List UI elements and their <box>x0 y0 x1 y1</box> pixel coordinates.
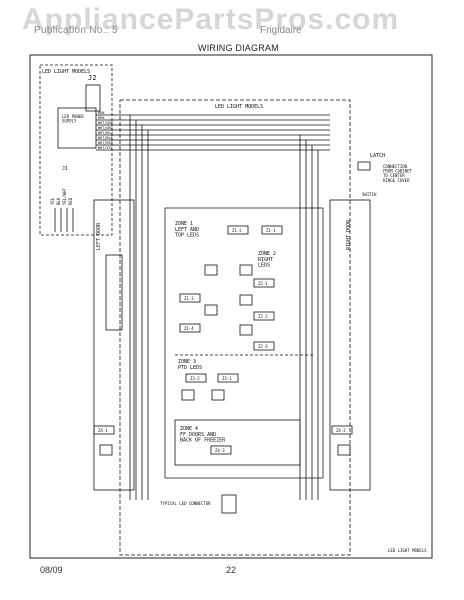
label-line: RIGHT <box>258 257 273 263</box>
label-line: TO CENTER <box>383 173 405 178</box>
wire-label: WHT/GRN <box>98 121 113 125</box>
zone3-label: ZONE 3 PTD LEDS <box>178 359 202 371</box>
connector-label: Z2-1 <box>258 281 268 286</box>
led-power-supply-box <box>57 107 97 149</box>
led-models-bottom-label: LED LIGHT MODELS <box>388 548 427 553</box>
connector-label: Z1-4 <box>184 326 194 331</box>
wire-label: BRN <box>98 111 104 115</box>
zone4-box <box>174 419 301 466</box>
connector-label: Z4-2 <box>336 428 346 433</box>
label-line: SUPPLY <box>62 119 77 124</box>
left-wire-label: YEL <box>50 197 55 205</box>
watermark: AppliancePartsPros.com <box>22 3 400 36</box>
zone-panel <box>164 207 324 479</box>
label-line: FROM CABINET <box>383 169 412 174</box>
wire-color-labels: BRN BRN WHT/GRN WHT/ORG WHT/BLU WHT/BLK … <box>98 111 114 150</box>
right-door-box <box>329 199 371 491</box>
label-line: PTD LEDS <box>178 365 202 371</box>
connector-label: Z4-3 <box>215 448 225 453</box>
wire-bus <box>96 114 330 151</box>
wire-label: WHT/BLU <box>98 131 113 135</box>
latch-switch <box>357 161 371 171</box>
left-wire-label: YEL/WHT <box>62 188 67 205</box>
left-door-label: LEFT DOOR <box>96 222 102 250</box>
connector-label: Z2-3 <box>258 344 268 349</box>
j1-label: J1 <box>62 166 68 172</box>
wire-label: WHT/YEL <box>98 146 113 150</box>
led-power-supply-label: LED POWER SUPPLY <box>62 114 86 124</box>
connector-label: Z3-1 <box>222 376 232 381</box>
diagram-frame <box>29 54 433 559</box>
left-wire-label: RED <box>68 197 73 205</box>
led-models-mid-label: LED LIGHT MODELS <box>215 104 263 110</box>
wire-label: WHT/BLK <box>98 136 114 140</box>
j2-connector <box>85 84 101 112</box>
typical-led-connector <box>221 494 237 514</box>
led-models-region <box>119 99 351 556</box>
wire-label: BRN <box>98 116 104 120</box>
left-door-led-strip <box>105 254 123 331</box>
connector-label: Z4-1 <box>98 428 108 433</box>
led-models-top-label: LED LIGHT MODELS <box>42 69 90 75</box>
right-door-label: RIGHT DOOR <box>346 219 352 250</box>
connectors: Z1-2 Z1-1 Z1-3 Z1-4 Z2-1 Z2-2 Z2-3 Z3-2 … <box>98 228 346 453</box>
j2-label: J2 <box>88 74 96 82</box>
latch-label: LATCH <box>370 153 385 159</box>
connector-boxes <box>93 225 353 455</box>
left-door-box <box>93 199 135 491</box>
connector-label: Z1-1 <box>266 228 276 233</box>
left-wire-drops <box>54 208 74 232</box>
wiring-diagram-title: WIRING DIAGRAM <box>198 43 279 53</box>
footer-date: 08/09 <box>40 565 63 575</box>
footer-page-number: 22 <box>226 565 237 575</box>
label-line: FF DOORS AND <box>180 432 216 438</box>
wire-label: WHT/ORG <box>98 126 113 130</box>
led-components <box>99 264 351 456</box>
left-wire-label: BLK <box>56 197 61 205</box>
connector-label: Z1-2 <box>232 228 242 233</box>
model-label: Frigidaire <box>260 25 302 36</box>
connector-label: Z1-3 <box>184 296 194 301</box>
typical-led-connector-label: TYPICAL LED CONNECTOR <box>160 501 211 506</box>
label-line: LEFT AND <box>175 227 199 233</box>
wire-label: WHT/RED <box>98 141 113 145</box>
label-line: HINGE COVER <box>383 178 410 183</box>
connector-label: Z2-2 <box>258 314 268 319</box>
label-line: BACK OF FREEZER <box>180 438 226 444</box>
label-line: LEDS <box>258 263 270 269</box>
connector-label: Z3-2 <box>190 376 200 381</box>
left-wire-color-labels: YEL BLK YEL/WHT RED <box>50 188 73 205</box>
latch-switch-label: SWITCH <box>362 192 377 197</box>
label-line: TOP LEDS <box>175 233 199 239</box>
publication-title: Publication No.: 5 <box>34 25 118 36</box>
